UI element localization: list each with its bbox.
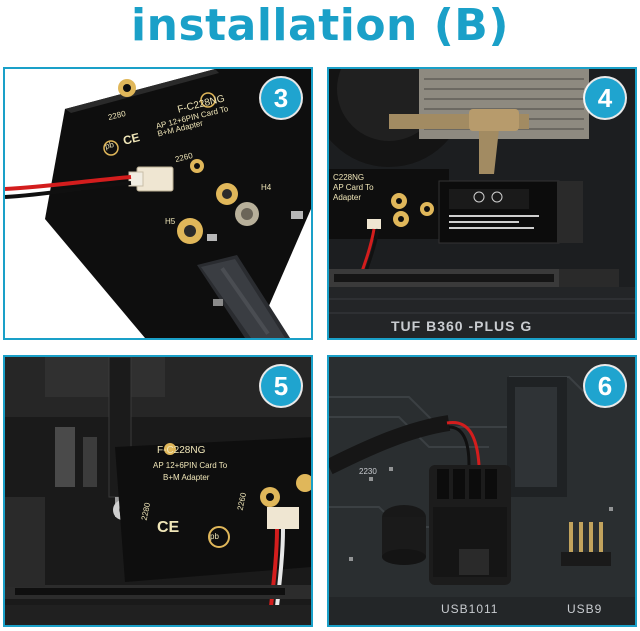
motherboard-model-label: TUF B360 -PLUS G	[391, 318, 533, 334]
step-4-photo	[329, 69, 635, 338]
pb-mark: pb	[210, 532, 219, 541]
step-5-badge: 5	[261, 366, 301, 406]
board-desc-line-1: AP 12+6PIN Card To	[153, 461, 228, 470]
board-model-label: F-C228NG	[157, 445, 206, 456]
mark-2230: 2230	[359, 467, 377, 476]
step-4-panel: C228NG AP Card To Adapter TUF B360 -PLUS…	[327, 67, 637, 340]
board-desc-line-2: B+M Adapter	[163, 473, 210, 482]
usb-header-label: USB1011	[441, 602, 499, 616]
step-6-photo	[329, 357, 635, 625]
board-desc-line-1: AP Card To	[333, 183, 374, 192]
ce-mark: CE	[157, 519, 180, 536]
usb-header-label-2: USB9	[567, 602, 603, 616]
step-5-panel: F-C228NG AP 12+6PIN Card To B+M Adapter …	[3, 355, 313, 627]
step-5-photo	[5, 357, 311, 625]
board-model-label: C228NG	[333, 173, 365, 182]
step-3-badge: 3	[261, 78, 301, 118]
board-desc-line-2: Adapter	[333, 193, 362, 202]
page-title: installation (B)	[131, 0, 509, 51]
step-3-photo	[5, 69, 311, 338]
step-6-panel: 2230 USB1011 USB9 6	[327, 355, 637, 627]
hole-h4-label: H4	[261, 183, 272, 192]
hole-h5-label: H5	[165, 217, 176, 226]
step-3-panel: 2280 F-C228NG AP 12+6PIN Card To B+M Ada…	[3, 67, 313, 340]
step-6-badge: 6	[585, 366, 625, 406]
step-4-badge: 4	[585, 78, 625, 118]
